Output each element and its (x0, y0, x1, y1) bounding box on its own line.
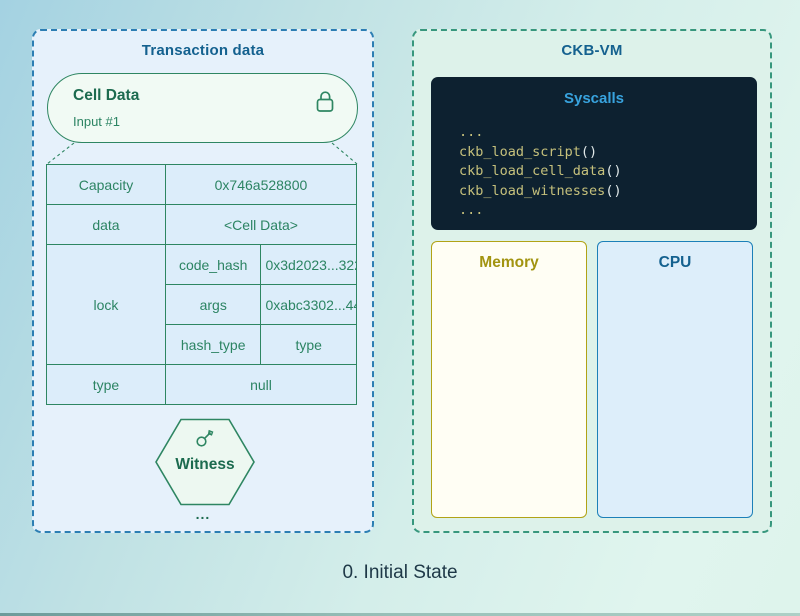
hexagon-shape (155, 418, 255, 506)
more-items-ellipsis: ... (195, 506, 211, 522)
bottom-edge-line (0, 613, 800, 616)
ckb-vm-title: CKB-VM (561, 42, 623, 59)
cell-fields-table: Capacity 0x746a528800 data <Cell Data> l… (46, 164, 358, 405)
table-row: lock code_hash 0x3d2023...3221 (46, 244, 357, 365)
code-line: ... (459, 202, 484, 218)
cpu-box: CPU (597, 241, 753, 518)
field-key: type (46, 364, 166, 405)
field-key: Capacity (46, 164, 166, 205)
field-value: <Cell Data> (164, 204, 358, 245)
cpu-label: CPU (658, 254, 692, 271)
field-value: null (164, 364, 358, 405)
table-row: data <Cell Data> (46, 204, 358, 245)
cell-data-pill: Cell Data Input #1 (47, 73, 358, 143)
field-value: 0xabc3302...4456 (260, 284, 357, 325)
field-value: 0x3d2023...3221 (260, 244, 357, 285)
table-row: Capacity 0x746a528800 (46, 164, 358, 205)
table-row: type null (46, 364, 358, 405)
syscalls-title: Syscalls (563, 90, 625, 107)
table-row: hash_type type (47, 324, 357, 365)
memory-box: Memory (431, 241, 587, 518)
syscalls-code: ... ckb_load_script() ckb_load_cell_data… (459, 123, 622, 221)
field-value: type (260, 324, 357, 365)
key-icon (196, 429, 214, 447)
cell-data-label: Cell Data (73, 87, 140, 104)
field-subkey: hash_type (164, 324, 262, 365)
code-line: ckb_load_cell_data() (459, 163, 622, 179)
lock-icon (316, 91, 334, 112)
syscalls-box: Syscalls ... ckb_load_script() ckb_load_… (431, 77, 757, 230)
code-line: ckb_load_script() (459, 143, 598, 160)
witness-hexagon: Witness (154, 418, 256, 506)
field-subkey: code_hash (164, 244, 262, 285)
code-line: ... (459, 124, 484, 140)
transaction-data-title: Transaction data (141, 42, 265, 59)
transaction-data-panel: Transaction data Cell Data Input #1 Capa… (32, 29, 374, 533)
code-line: ckb_load_witnesses() (459, 182, 622, 199)
vm-components-row: Memory CPU (431, 241, 757, 518)
cell-input-label: Input #1 (73, 114, 120, 129)
field-key: lock (46, 244, 166, 365)
pill-table-connectors (46, 142, 358, 165)
field-value: 0x746a528800 (164, 164, 358, 205)
field-key: data (46, 204, 166, 245)
ckb-vm-panel: CKB-VM Syscalls ... ckb_load_script() ck… (412, 29, 772, 533)
field-subkey: args (164, 284, 262, 325)
figure-caption: 0. Initial State (342, 562, 458, 583)
witness-label: Witness (175, 456, 235, 473)
memory-label: Memory (479, 254, 539, 271)
table-row: args 0xabc3302...4456 (47, 284, 357, 325)
